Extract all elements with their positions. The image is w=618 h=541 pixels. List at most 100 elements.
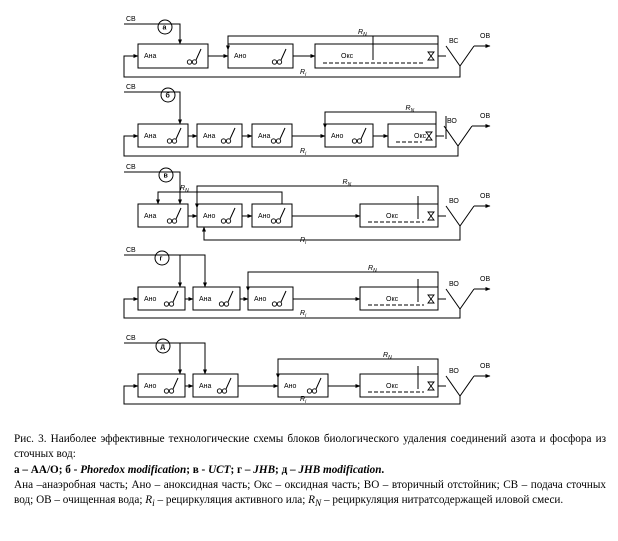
mixer-icon xyxy=(356,138,363,144)
scheme-g-sep: ; xyxy=(275,463,282,476)
ri-label: Ri xyxy=(300,69,307,78)
feed-arrow xyxy=(180,254,207,288)
pump-icon xyxy=(427,51,435,57)
zone-label: Ана xyxy=(199,296,212,303)
zone-label: Ано xyxy=(144,383,157,390)
zone-label: Ана xyxy=(203,133,216,140)
mixer-icon xyxy=(270,138,277,144)
mixer-shaft xyxy=(227,290,234,303)
zone-label: Ана xyxy=(199,383,212,390)
zone-label-oxic: Окс xyxy=(414,133,427,140)
ri-recycle-line xyxy=(123,384,461,405)
ri-recycle-line xyxy=(123,54,461,78)
settler-icon xyxy=(445,45,475,67)
ri-label: Ri xyxy=(300,310,307,319)
mixer-icon xyxy=(186,59,193,65)
ri-label-subscript: i xyxy=(305,72,307,78)
mixer-icon xyxy=(275,218,282,224)
zone-box xyxy=(359,373,439,398)
input-label: СВ xyxy=(126,16,136,23)
mixer-icon xyxy=(271,301,278,307)
zone-label: Ано xyxy=(203,213,216,220)
scheme-letter: б xyxy=(166,92,171,100)
settler-label: ВО xyxy=(447,118,457,125)
mixer-icon xyxy=(168,388,175,394)
settler-icon xyxy=(445,205,475,227)
legend-text-2: – рециркуляция активного ила; xyxy=(154,494,309,507)
rn-recycle-line xyxy=(195,185,439,209)
ri-label-subscript: i xyxy=(305,399,307,405)
rn-recycle-line xyxy=(226,35,439,51)
rn-label-subscript: N xyxy=(348,182,352,188)
output-label: ОВ xyxy=(480,113,490,120)
output-label: ОВ xyxy=(480,193,490,200)
output-label: ОВ xyxy=(480,363,490,370)
scheme-d-prefix: д – xyxy=(281,463,299,476)
mixer-shaft xyxy=(172,377,179,390)
pump-icon xyxy=(425,135,433,141)
settler-label: ВС xyxy=(449,38,459,45)
ri-label-subscript: i xyxy=(305,151,307,157)
legend-text-1: Ана –анаэробная часть; Ано – аноксидная … xyxy=(14,478,606,507)
zone-box xyxy=(359,203,439,228)
settler-label: ВО xyxy=(449,368,459,375)
scheme-v-prefix: в - xyxy=(192,463,209,476)
mixer-shaft xyxy=(175,127,182,140)
input-label: СВ xyxy=(126,247,136,254)
pump-icon xyxy=(427,385,435,391)
pump-icon xyxy=(427,298,435,304)
mixer-shaft xyxy=(360,127,367,140)
scheme-g-prefix: г – xyxy=(237,463,254,476)
scheme-letter: г xyxy=(160,256,163,263)
uct-r-label-subscript: N xyxy=(185,188,189,194)
settler-icon xyxy=(445,288,475,310)
settler-icon xyxy=(443,125,473,147)
output-label: ОВ xyxy=(480,33,490,40)
mixer-shaft xyxy=(195,48,202,61)
mixer-shaft xyxy=(279,207,286,220)
pump-icon xyxy=(425,131,433,137)
rn-recycle-line xyxy=(323,111,437,129)
scheme-d-sep: . xyxy=(381,463,385,476)
legend-ri-subscript: i xyxy=(152,499,155,510)
zone-label: Ана xyxy=(144,53,157,60)
rn-label: RN xyxy=(358,29,367,38)
zone-label-oxic: Окс xyxy=(386,383,399,390)
pump-icon xyxy=(427,294,435,300)
settler-label: ВО xyxy=(449,198,459,205)
mixer-icon xyxy=(223,301,230,307)
mixer-icon xyxy=(225,138,232,144)
scheme-letter: в xyxy=(164,173,169,180)
zone-label: Ана xyxy=(258,133,271,140)
input-label: СВ xyxy=(126,335,136,342)
mixer-icon xyxy=(275,138,282,144)
zone-label: Ано xyxy=(284,383,297,390)
mixer-shaft xyxy=(225,377,232,390)
zone-label: Ано xyxy=(331,133,344,140)
pump-icon xyxy=(427,211,435,217)
ri-label-subscript: i xyxy=(305,240,307,246)
mixer-shaft xyxy=(229,127,236,140)
mixer-icon xyxy=(221,388,228,394)
zone-label-oxic: Окс xyxy=(386,213,399,220)
rn-label: RN xyxy=(343,179,352,188)
rn-recycle-line xyxy=(246,271,439,292)
settler-icon xyxy=(445,375,475,397)
feed-arrow xyxy=(150,91,182,125)
legend-text-3: – рециркуляция нитратсодержащей иловой с… xyxy=(321,494,564,507)
mixer-icon xyxy=(306,388,313,394)
scheme-a-name: АА/О xyxy=(30,463,59,476)
mixer-icon xyxy=(171,218,178,224)
ri-label: Ri xyxy=(300,237,307,246)
mixer-shaft xyxy=(280,48,287,61)
zone-label-oxic: Окс xyxy=(341,53,354,60)
zone-label: Ана xyxy=(144,133,157,140)
figure-caption: Рис. 3. Наиболее эффективные технологиче… xyxy=(14,432,606,513)
mixer-icon xyxy=(171,138,178,144)
mixer-shaft xyxy=(315,377,322,390)
input-label: СВ xyxy=(126,84,136,91)
scheme-g-name: JHB xyxy=(253,463,276,476)
